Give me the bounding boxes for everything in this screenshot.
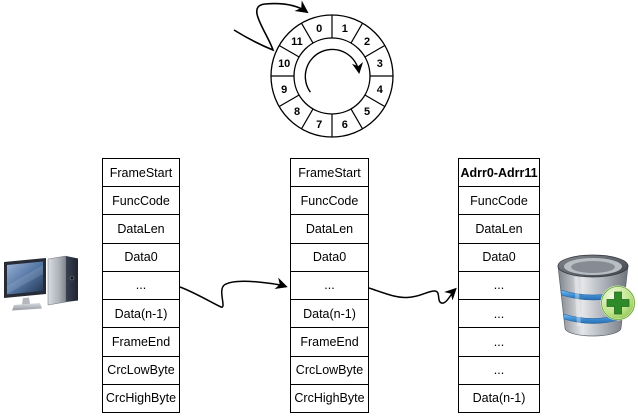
frame-row: FuncCode [291,186,368,215]
add-badge-ring [601,286,635,320]
frame-row: CrcLowByte [103,355,179,384]
ring-segment-0: 0 [316,23,322,35]
frame-row: Data(n-1) [459,383,539,412]
frame-row: ... [459,299,539,328]
tower-side [47,255,67,306]
plus-icon [606,291,630,315]
db-body-highlight [574,277,581,326]
frame-table-storage: Adrr0-Adrr11 FuncCode DataLen Data0 ... … [458,158,540,413]
ring-rotation-arrow [304,48,364,93]
frame-row-header: Adrr0-Adrr11 [459,159,539,187]
frame-row: DataLen [103,214,179,243]
frame-row: DataLen [459,214,539,243]
tower-power-button [69,275,75,281]
ring-segment-5: 5 [364,106,370,118]
monitor-screen-glare [7,265,43,294]
arrow-buffer-to-storage [368,287,457,304]
ring-segment-3: 3 [377,58,383,70]
ring-segment-11: 11 [291,36,303,48]
ring-segment-2: 2 [364,36,370,48]
ring-segment-7: 7 [316,119,322,131]
desktop-computer-icon [4,255,78,311]
ring-segment-4: 4 [377,84,384,96]
ring-incoming-arrow [233,0,309,52]
frame-row: FrameStart [103,159,179,187]
frame-row: Data0 [103,242,179,271]
frame-table-sender: FrameStart FuncCode DataLen Data0 ... Da… [102,158,180,413]
frame-row: FuncCode [103,186,179,215]
frame-row: Data(n-1) [103,299,179,328]
frame-table-buffer: FrameStart FuncCode DataLen Data0 ... Da… [290,158,369,413]
ring-segment-1: 1 [342,23,348,35]
frame-row: Data0 [291,242,368,271]
monitor-stand-base [12,303,42,311]
frame-row: ... [103,270,179,300]
frame-row: ... [459,327,539,356]
frame-row: CrcHighByte [103,383,179,412]
frame-row: DataLen [291,214,368,243]
database-add-icon [557,254,636,337]
frame-row: FrameStart [291,159,368,187]
ring-segment-8: 8 [294,106,300,118]
arrow-sender-to-buffer [179,277,288,308]
frame-row: CrcLowByte [291,355,368,384]
frame-row: ... [291,270,368,300]
ring-segment-dividers [271,15,393,137]
frame-row: CrcHighByte [291,383,368,412]
frame-row: Data(n-1) [291,299,368,328]
ring-segment-numbers: 0 1 2 3 4 5 6 7 8 9 10 11 [278,23,384,131]
db-top-hole [571,261,615,273]
monitor-stand-neck [22,297,30,305]
frame-row: Data0 [459,242,539,271]
monitor-screen [7,261,43,295]
frame-row: FrameEnd [103,327,179,356]
ring-buffer-diagram: 0 1 2 3 4 5 6 7 8 9 10 11 [233,0,394,138]
frame-row: FuncCode [459,186,539,215]
ring-segment-10: 10 [278,58,290,70]
frame-row: FrameEnd [291,327,368,356]
ring-segment-6: 6 [342,119,348,131]
frame-row: ... [459,355,539,384]
frame-row: ... [459,270,539,300]
ring-segment-9: 9 [281,84,287,96]
